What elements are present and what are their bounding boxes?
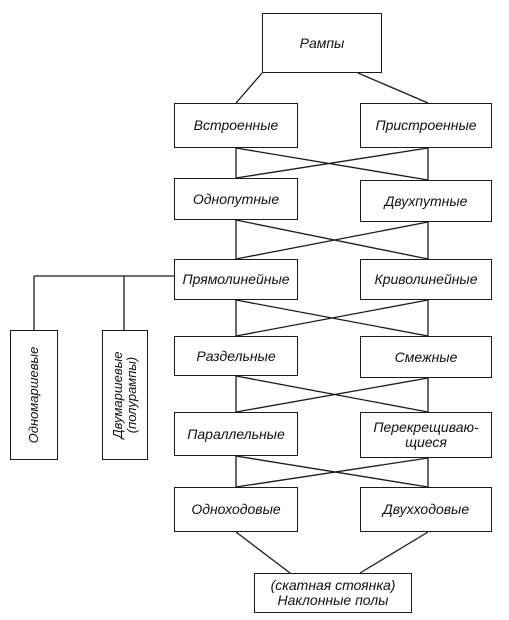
line-r6-left-to-bottom: [235, 531, 291, 574]
attached-box: Пристроенные: [360, 103, 492, 148]
line-r1-cross-b: [235, 147, 429, 181]
line-r2-cross-b: [235, 219, 429, 260]
double-pass-label: Двухходовые: [382, 501, 470, 517]
single-pass-label: Одноходовые: [191, 501, 281, 517]
sloped-floors-line2: Наклонные полы: [277, 592, 389, 608]
double-march-text-line1: Двумаршевые: [110, 351, 125, 439]
single-march-box: Одномаршевые: [10, 330, 58, 460]
line-r2-cross-a: [235, 221, 429, 260]
curved-box: Криволинейные: [360, 259, 492, 300]
adjacent-box: Смежные: [360, 336, 492, 378]
parallel-box: Параллельные: [174, 412, 298, 456]
single-track-box: Однопутные: [174, 178, 298, 220]
crossing-label: Перекрещиваю- щиеся: [373, 420, 478, 450]
line-r1-cross-a: [235, 147, 429, 179]
line-r3-cross-b: [235, 299, 429, 337]
line-root-to-builtin: [235, 72, 263, 104]
built-in-label: Встроенные: [193, 117, 279, 133]
curved-label: Криволинейные: [374, 271, 478, 287]
separate-label: Раздельные: [196, 347, 276, 364]
double-pass-box: Двухходовые: [360, 487, 492, 532]
root-ramps-box: Рампы: [262, 13, 382, 73]
crossing-box: Перекрещиваю- щиеся: [360, 412, 492, 458]
attached-label: Пристроенные: [375, 117, 477, 133]
line-r5-cross-b: [235, 455, 429, 488]
line-root-to-attached: [357, 72, 429, 104]
adjacent-label: Смежные: [394, 348, 458, 365]
double-track-box: Двухпутные: [360, 180, 492, 222]
root-ramps-label: Рампы: [299, 34, 345, 51]
built-in-box: Встроенные: [174, 103, 298, 148]
sloped-floors-label: (скатная стоянка) Наклонные полы: [271, 578, 396, 608]
single-march-label: Одномаршевые: [26, 346, 41, 444]
straight-box: Прямолинейные: [174, 259, 298, 300]
single-march-text: Одномаршевые: [26, 346, 41, 444]
sloped-floors-box: (скатная стоянка) Наклонные полы: [254, 573, 412, 613]
single-pass-box: Одноходовые: [174, 487, 298, 532]
single-track-label: Однопутные: [192, 190, 280, 207]
separate-box: Раздельные: [174, 336, 298, 376]
double-track-label: Двухпутные: [384, 192, 468, 209]
line-r6-right-to-bottom: [359, 531, 429, 574]
line-r4-cross-a: [235, 377, 429, 413]
line-r4-cross-b: [235, 375, 429, 413]
double-march-box: Двумаршевые (полурампы): [102, 330, 148, 460]
sloped-floors-line1: (скатная стоянка): [270, 577, 396, 593]
straight-label: Прямолинейные: [182, 271, 290, 287]
parallel-label: Параллельные: [187, 425, 285, 442]
crossing-label-line1: Перекрещиваю-: [373, 419, 479, 435]
line-r5-cross-a: [235, 457, 429, 488]
crossing-label-line2: щиеся: [405, 434, 447, 450]
double-march-label: Двумаршевые (полурампы): [110, 351, 139, 439]
double-march-text-line2: (полурампы): [124, 356, 139, 434]
